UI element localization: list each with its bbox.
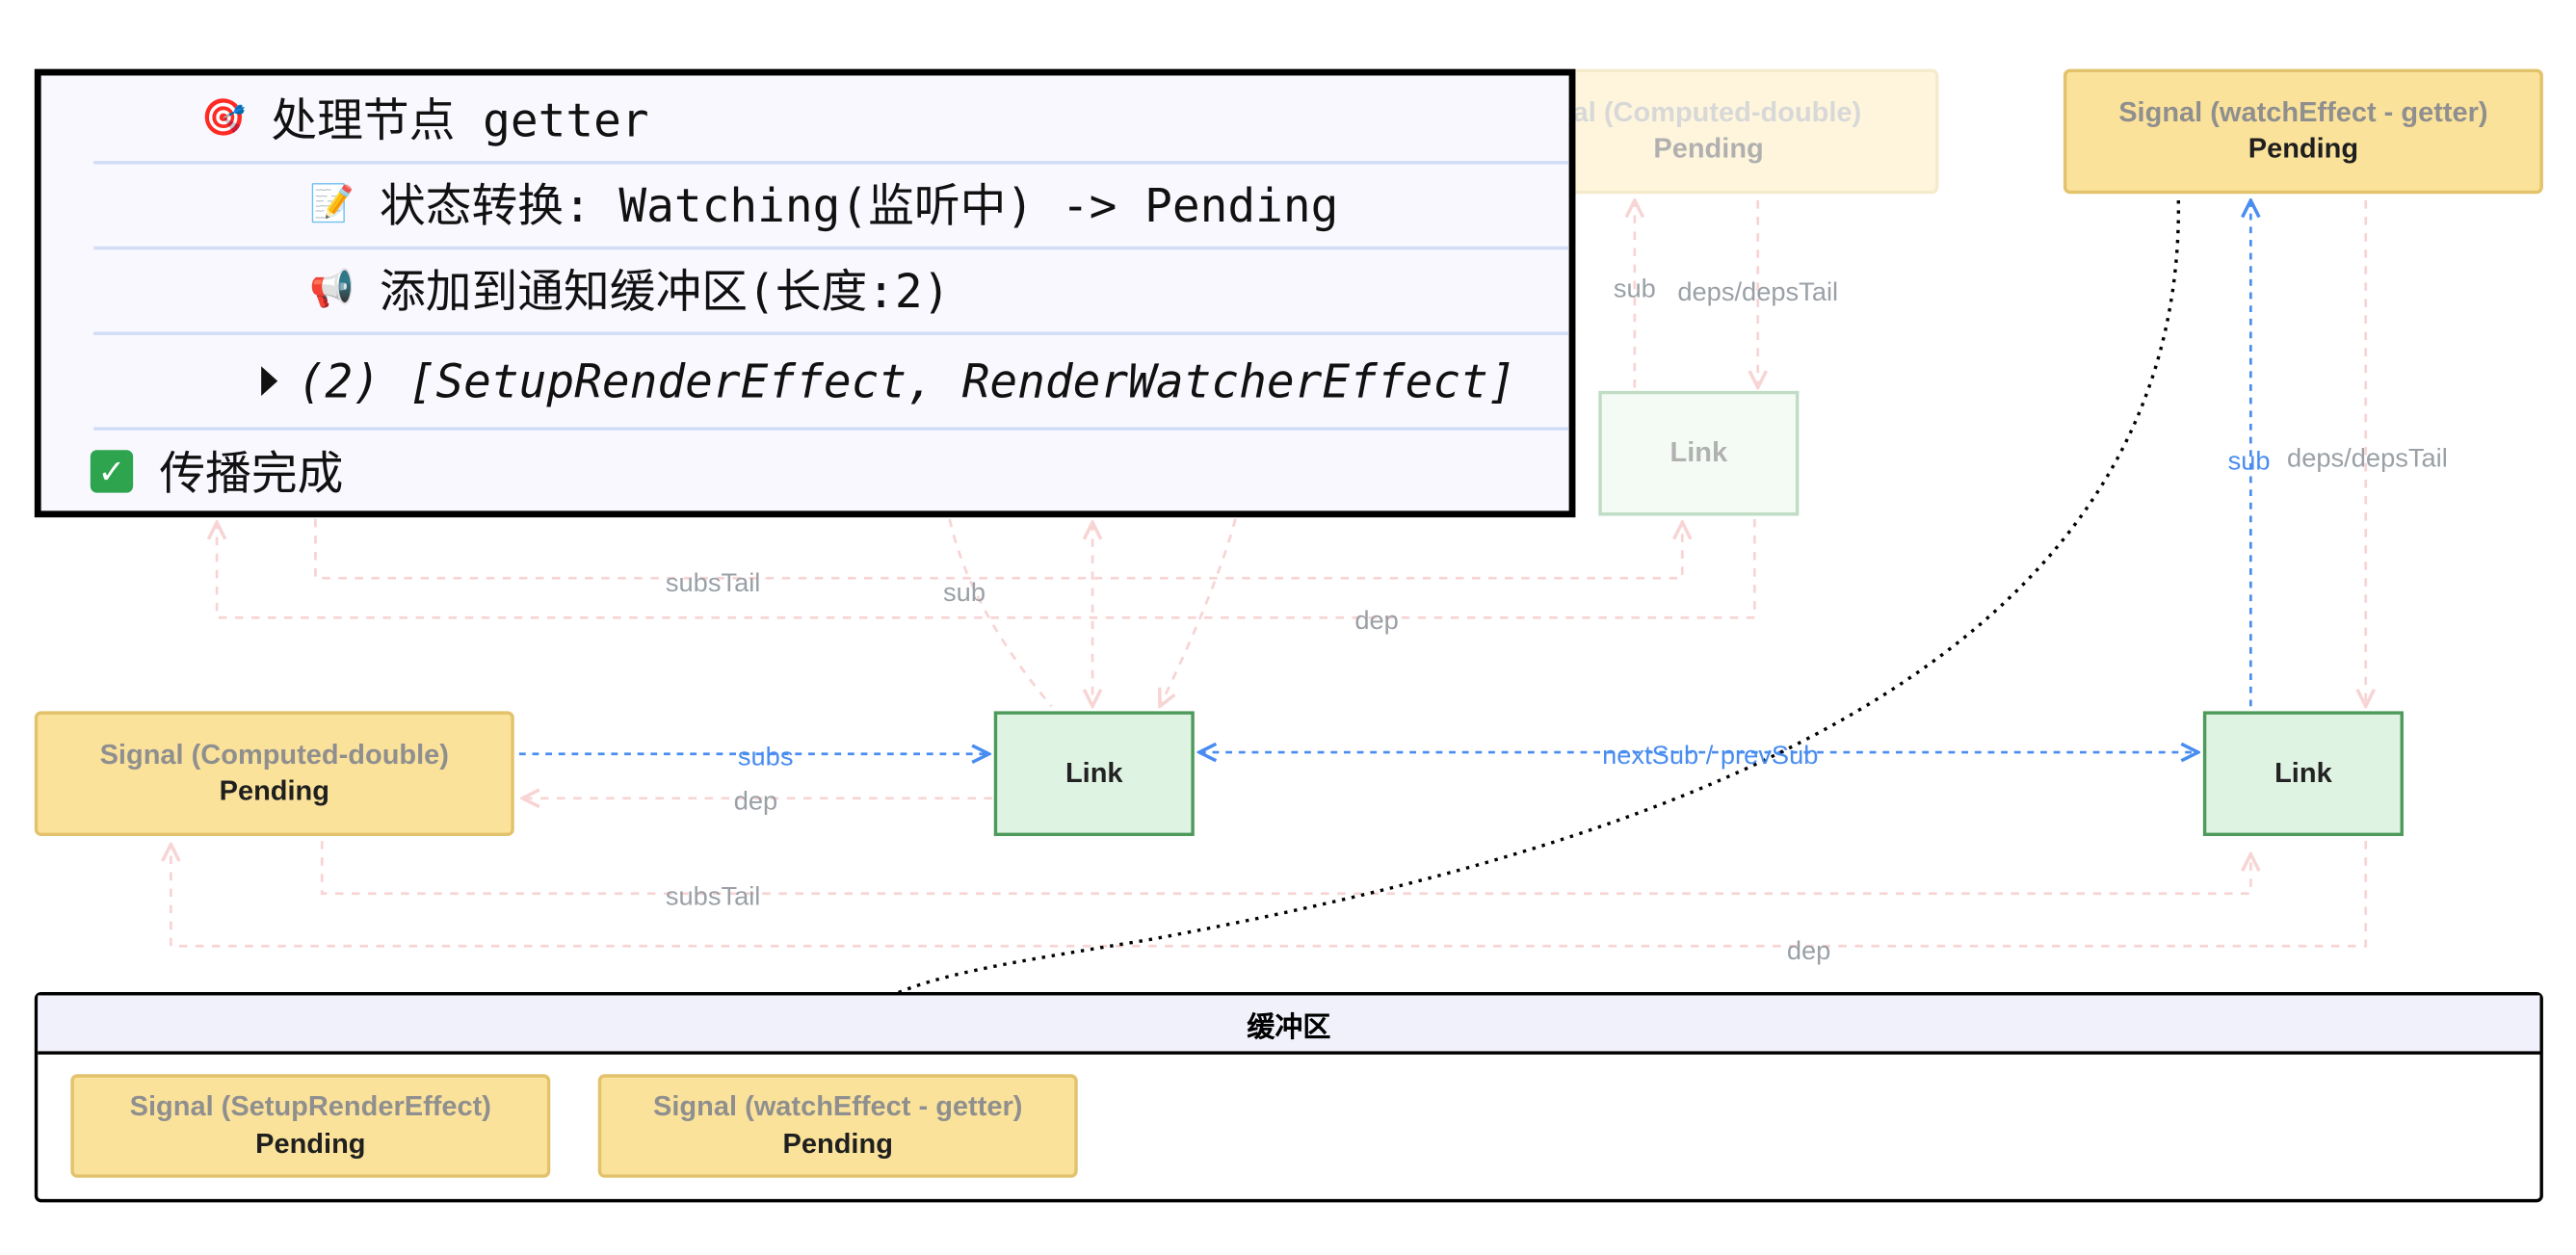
log-line-add-buffer: 📢 添加到通知缓冲区(长度:2) (93, 247, 1569, 335)
dep-label: dep (734, 786, 778, 816)
check-mark-icon: ✓ (90, 450, 134, 493)
node-title: Signal (watchEffect - getter) (653, 1091, 1023, 1123)
upper-dep-label: dep (1354, 605, 1399, 635)
lower-dep-label: dep (1787, 935, 1830, 965)
nextsub-label: nextSub / prevSub (1602, 740, 1818, 770)
buffer-item-setuprendereffect: Signal (SetupRenderEffect) Pending (70, 1074, 551, 1178)
log-line-done: ✓ 传播完成 (90, 431, 1569, 512)
console-log-panel: 🎯 处理节点 getter 📝 状态转换: Watching(监听中) -> P… (34, 68, 1576, 518)
top-deps-label: deps/depsTail (1677, 276, 1838, 306)
node-state: Pending (1653, 133, 1764, 165)
log-line-array-expander[interactable]: (2) [SetupRenderEffect, RenderWatcherEff… (93, 335, 1569, 431)
middle-link-node: Link (993, 711, 1195, 837)
node-label: Link (1065, 757, 1123, 789)
lower-substail-edge (320, 841, 2250, 896)
log-text: 处理节点 getter (271, 93, 649, 148)
upper-curve-edge (1160, 518, 1237, 706)
dart-target-icon: 🎯 (200, 97, 247, 140)
memo-icon: 📝 (309, 183, 355, 224)
subs-label: subs (738, 742, 794, 771)
upper-sub-label: sub (943, 577, 986, 607)
log-text: (2) [SetupRenderEffect, RenderWatcherEff… (297, 353, 1516, 408)
upper-substail-label: subsTail (666, 567, 761, 597)
top-link-node: Link (1598, 390, 1800, 516)
upper-sub-edge (948, 518, 1053, 708)
log-line-state-change: 📝 状态转换: Watching(监听中) -> Pending (93, 161, 1569, 250)
lower-dep-edge (171, 841, 2368, 948)
lower-substail-label: subsTail (666, 881, 761, 911)
buffer-item-watcheffect-getter: Signal (watchEffect - getter) Pending (597, 1074, 1078, 1178)
log-text: 添加到通知缓冲区(长度:2) (379, 264, 951, 319)
left-computed-node: Signal (Computed-double) Pending (34, 711, 514, 837)
node-label: Link (2274, 757, 2332, 789)
right-sub-label: sub (2228, 446, 2271, 476)
node-title: Signal (Computed-double) (99, 739, 449, 771)
top-watcheffect-node: Signal (watchEffect - getter) Pending (2063, 68, 2543, 195)
top-sub-label: sub (1614, 274, 1656, 303)
upper-dep-edge (217, 518, 1756, 619)
node-title: Signal (SetupRenderEffect) (129, 1091, 491, 1123)
log-line-process-node: 🎯 处理节点 getter (93, 75, 1569, 165)
node-state: Pending (255, 1127, 366, 1160)
right-link-node: Link (2202, 711, 2404, 837)
log-text: 传播完成 (159, 446, 344, 502)
node-title: Signal (watchEffect - getter) (2118, 96, 2488, 128)
loudspeaker-icon: 📢 (309, 268, 355, 310)
node-state: Pending (219, 774, 329, 807)
expand-triangle-icon[interactable] (261, 366, 278, 396)
right-deps-label: deps/depsTail (2287, 442, 2448, 472)
node-state: Pending (782, 1127, 893, 1160)
buffer-title: 缓冲区 (38, 995, 2540, 1055)
log-text: 状态转换: Watching(监听中) -> Pending (379, 178, 1339, 234)
node-title: nal (Computed-double) (1555, 96, 1862, 128)
upper-substail-edge (314, 518, 1682, 580)
node-label: Link (1669, 436, 1728, 468)
node-state: Pending (2247, 133, 2359, 165)
